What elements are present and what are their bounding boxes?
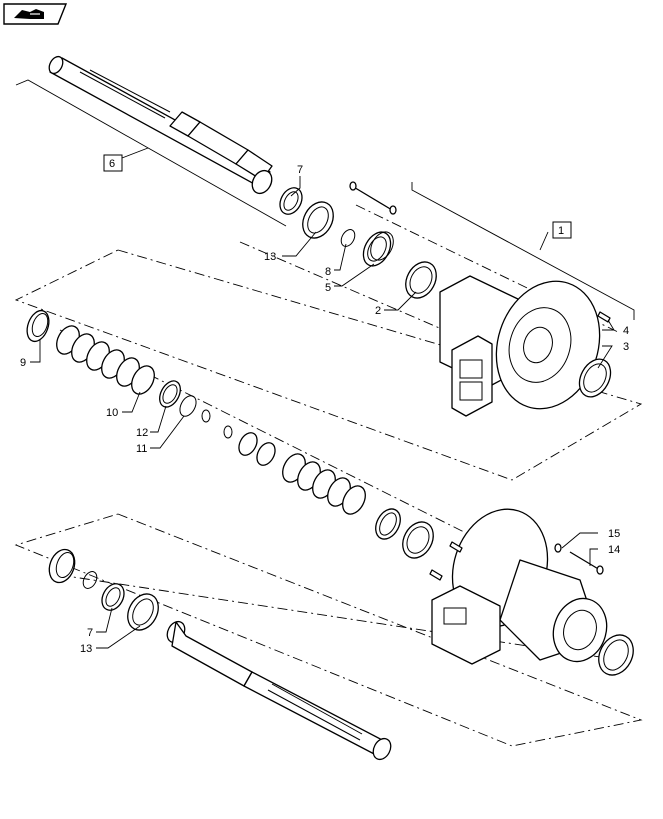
callout-12: 12: [136, 427, 148, 439]
dowel-4: [597, 311, 611, 323]
bracket-group-6: [15, 79, 287, 227]
hand-pointer-book-icon[interactable]: [3, 3, 68, 25]
upper-seal-13: [302, 201, 334, 239]
callout-3: 3: [623, 341, 629, 353]
callout-10: 10: [106, 407, 118, 419]
snap-ring-11: [179, 395, 197, 417]
friction-discs-lower: [282, 453, 366, 515]
callout-15: 15: [608, 528, 620, 540]
lower-bearing: [48, 548, 76, 584]
callout-4: 4: [623, 325, 629, 337]
upper-axle-housing: [439, 275, 601, 417]
svg-text:1: 1: [558, 225, 564, 237]
callout-2: 2: [375, 305, 381, 317]
upper-snap-ring-7: [279, 187, 303, 215]
leader-lines: [30, 176, 615, 649]
lower-o-ring: [82, 571, 98, 589]
callout-11: 11: [136, 443, 147, 455]
upper-o-ring-8: [340, 229, 356, 247]
middle-bearing: [375, 508, 401, 540]
lower-snap-ring-7: [101, 583, 125, 611]
callout-1: 1: [552, 221, 572, 239]
callout-5: 5: [325, 282, 331, 294]
middle-bearing-cup: [402, 521, 434, 559]
callout-9: 9: [20, 357, 26, 369]
upper-bolt-pin: [349, 181, 397, 215]
callout-7-lower: 7: [87, 627, 93, 639]
bolt-14-washer-15: [554, 543, 604, 575]
pins-lower: [429, 541, 463, 581]
upper-ring-3: [578, 358, 612, 398]
bearing-9: [26, 309, 50, 343]
friction-discs-10: [56, 325, 155, 395]
lower-seal-13: [127, 593, 159, 631]
upper-axle-shaft: [48, 55, 273, 195]
callout-13-upper: 13: [264, 251, 276, 263]
callout-13-lower: 13: [80, 643, 92, 655]
lower-axle-housing: [431, 508, 608, 665]
small-washer: [201, 409, 233, 439]
bracket-group-1: [411, 182, 635, 320]
lower-axle-shaft: [166, 620, 392, 761]
svg-text:6: 6: [109, 158, 115, 170]
upper-bearing-5: [362, 231, 394, 267]
callout-7-upper: 7: [297, 164, 303, 176]
upper-bearing-cup-2: [405, 261, 437, 299]
center-rings: [238, 432, 276, 466]
lower-ring: [598, 634, 634, 676]
callout-6: 6: [103, 154, 123, 172]
callout-14: 14: [608, 544, 620, 556]
callout-8: 8: [325, 266, 331, 278]
ring-12: [159, 380, 181, 408]
